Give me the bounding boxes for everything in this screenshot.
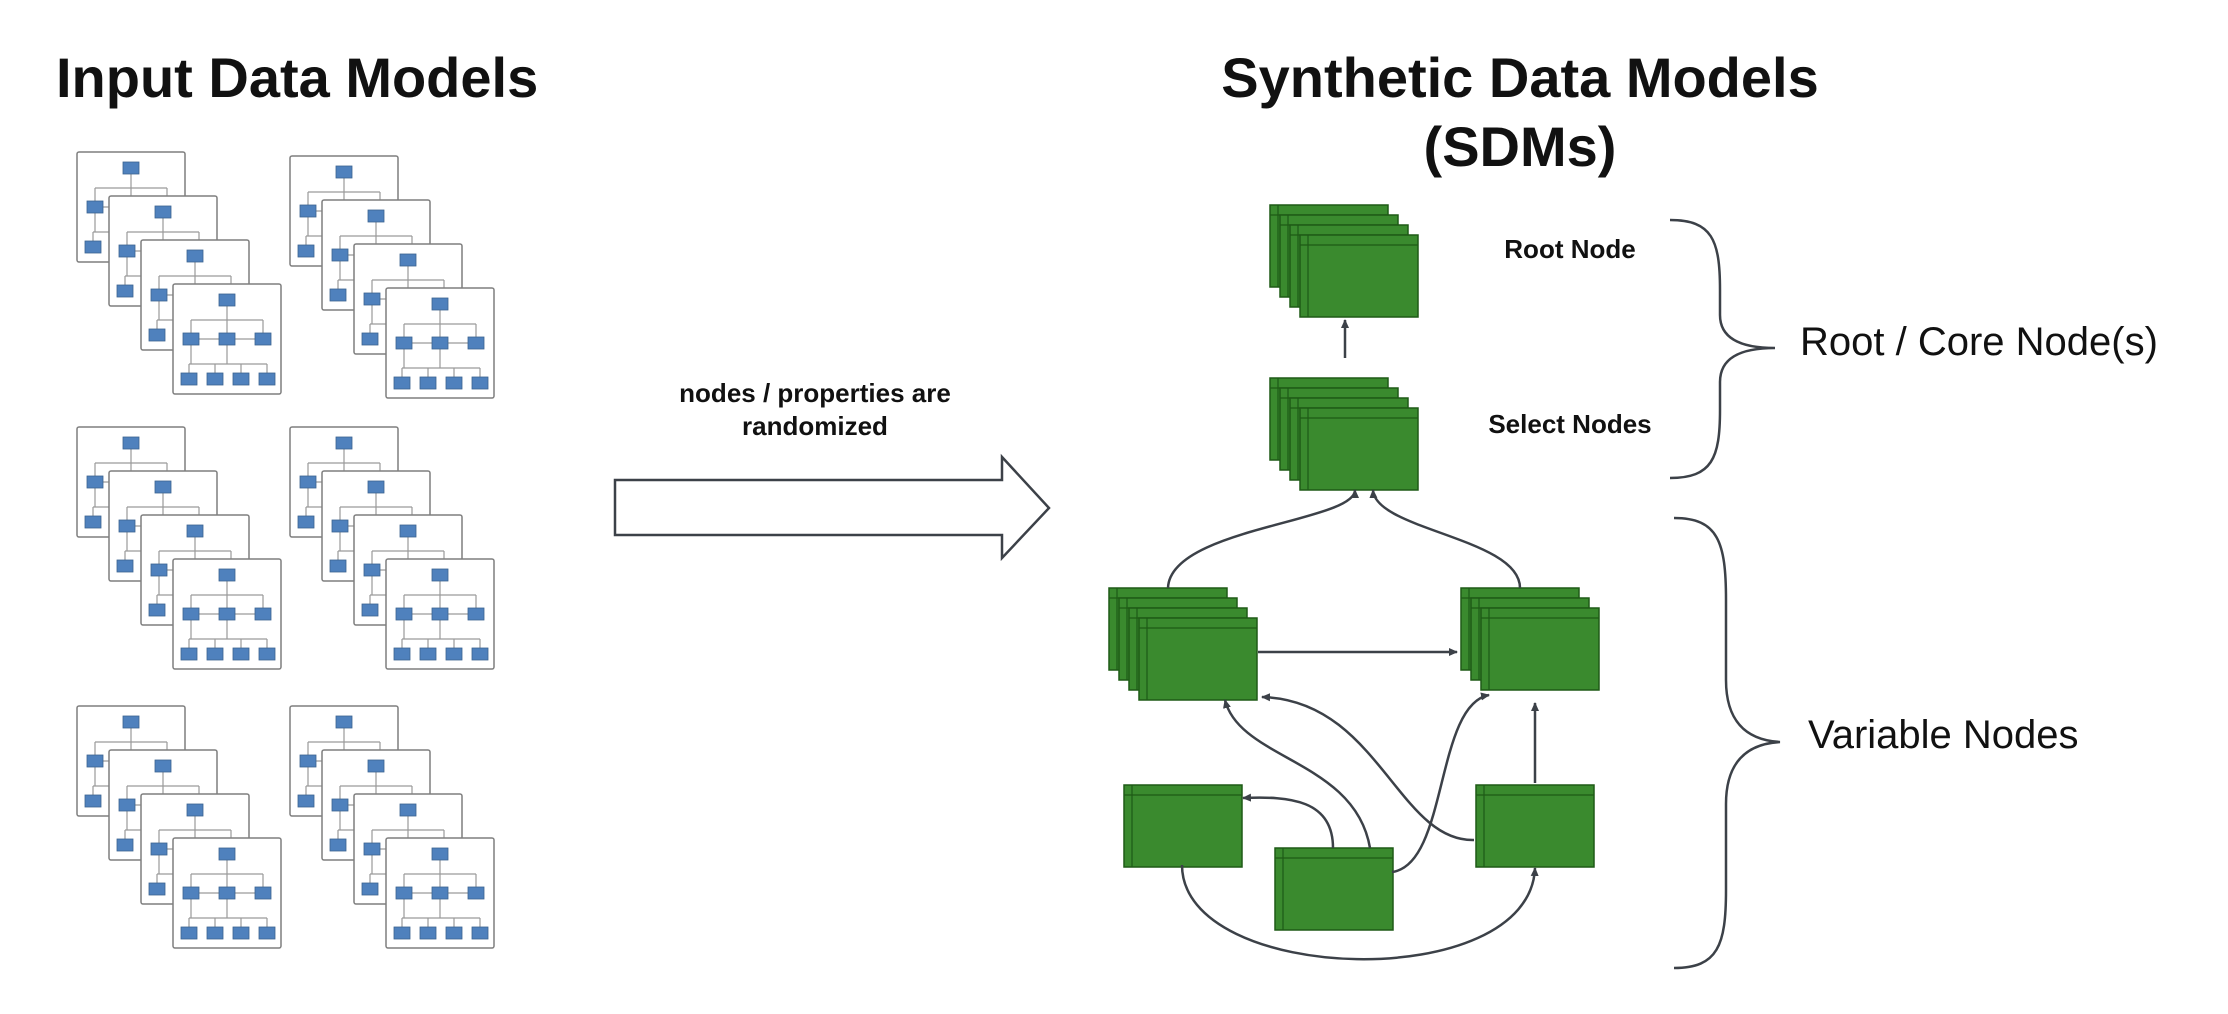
select-nodes xyxy=(1269,377,1419,491)
tree-diagram-card-icon xyxy=(385,287,495,399)
edge-bm-to-right xyxy=(1391,692,1490,874)
input-model-stack xyxy=(289,705,495,949)
variable-node-bottom-middle xyxy=(1274,847,1394,931)
node-card xyxy=(1475,784,1595,868)
edge-bl-to-br xyxy=(1180,864,1539,961)
node-card xyxy=(1299,407,1419,491)
input-model-stack xyxy=(76,151,282,395)
node-card xyxy=(1274,847,1394,931)
node-card xyxy=(1123,784,1243,868)
variable-node-left xyxy=(1108,587,1258,701)
root-node-label: Root Node xyxy=(1504,234,1635,264)
edge-br-to-left xyxy=(1261,693,1475,842)
tree-diagram-card-icon xyxy=(385,558,495,670)
variable-node-bottom-right xyxy=(1475,784,1595,868)
tree-diagram-card-icon xyxy=(172,558,282,670)
select-nodes-label: Select Nodes xyxy=(1488,409,1651,439)
root-node xyxy=(1269,204,1419,318)
root-core-brace xyxy=(1669,218,1776,480)
tree-diagram-card-icon xyxy=(385,837,495,949)
variable-nodes-brace xyxy=(1673,516,1781,970)
variable-node-right xyxy=(1460,587,1600,691)
input-model-stack xyxy=(289,426,495,670)
input-model-stack xyxy=(76,426,282,670)
edge-right-to-select xyxy=(1369,489,1522,589)
tree-diagram-card-icon xyxy=(172,283,282,395)
arrow-caption-line1: nodes / properties are xyxy=(679,378,951,408)
sdm-edges xyxy=(1166,319,1539,961)
input-model-stack xyxy=(76,705,282,949)
input-model-stack xyxy=(289,155,495,399)
edge-bm-to-bl xyxy=(1242,793,1335,849)
edge-left-to-select xyxy=(1166,489,1359,589)
node-card xyxy=(1299,234,1419,318)
variable-nodes-label: Variable Nodes xyxy=(1808,713,2079,757)
root-core-label: Root / Core Node(s) xyxy=(1800,320,2158,364)
input-data-models-title: Input Data Models xyxy=(56,46,538,109)
variable-node-bottom-left xyxy=(1123,784,1243,868)
node-card xyxy=(1480,607,1600,691)
edge-bm-to-left xyxy=(1223,699,1372,849)
sdm-nodes xyxy=(1108,204,1600,931)
node-card xyxy=(1138,617,1258,701)
sdm-title-line2: (SDMs) xyxy=(1424,115,1617,178)
randomize-arrow xyxy=(613,453,1051,562)
tree-diagram-card-icon xyxy=(172,837,282,949)
arrow-caption-line2: randomized xyxy=(742,411,888,441)
sdm-title-line1: Synthetic Data Models xyxy=(1221,46,1818,109)
input-model-stacks xyxy=(76,151,495,949)
